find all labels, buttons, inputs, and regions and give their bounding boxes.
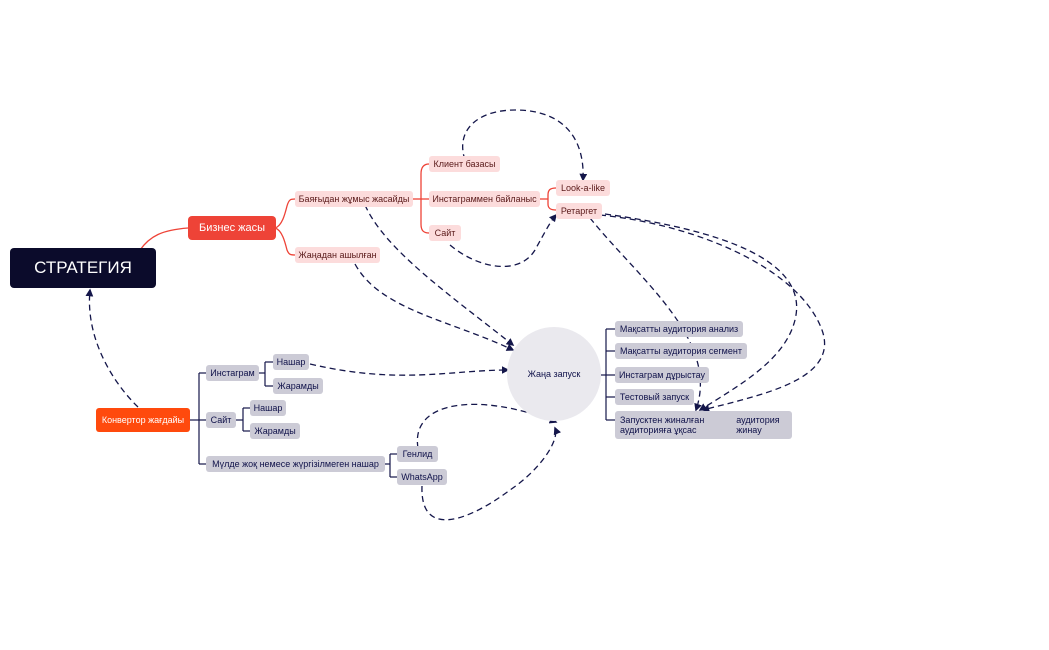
site-bad-node[interactable]: Нашар xyxy=(250,400,286,416)
converter-branch-lines xyxy=(190,328,615,478)
newly-opened-node[interactable]: Жаңадан ашылған xyxy=(295,247,380,263)
genlid-node[interactable]: Генлид xyxy=(397,446,438,462)
launch-item-instagram-fix[interactable]: Инстаграм дұрыстау xyxy=(615,367,709,383)
whatsapp-node[interactable]: WhatsApp xyxy=(397,469,447,485)
similar-audience-line1: Запусктен жиналған аудиторияға ұқсас xyxy=(620,414,705,435)
instagram-bad-node[interactable]: Нашар xyxy=(273,354,309,370)
client-base-node[interactable]: Клиент базасы xyxy=(429,156,500,172)
site-good-node[interactable]: Жарамды xyxy=(250,423,300,439)
business-age-node[interactable]: Бизнес жасы xyxy=(188,216,276,240)
new-launch-node[interactable]: Жаңа запуск xyxy=(507,327,601,421)
retarget-node[interactable]: Ретаргет xyxy=(556,203,602,219)
converter-site-node[interactable]: Сайт xyxy=(206,412,236,428)
instagram-good-node[interactable]: Жарамды xyxy=(273,378,323,394)
long-running-node[interactable]: Баяғыдан жұмыс жасайды xyxy=(295,191,413,207)
business-branch-lines xyxy=(139,163,557,256)
converter-instagram-node[interactable]: Инстаграм xyxy=(206,365,259,381)
instagram-link-node[interactable]: Инстаграммен байланыс xyxy=(429,191,540,207)
launch-item-audience-analysis[interactable]: Мақсатты аудитория анализ xyxy=(615,321,743,337)
similar-audience-line2: аудитория жинау xyxy=(736,414,780,435)
site-node-business[interactable]: Сайт xyxy=(429,225,461,241)
launch-item-test-launch[interactable]: Тестовый запуск xyxy=(615,389,694,405)
launch-item-similar-audience[interactable]: Запусктен жиналған аудиторияға ұқсас ауд… xyxy=(615,411,792,439)
root-node[interactable]: СТРАТЕГИЯ xyxy=(10,248,156,288)
relationship-arrows xyxy=(85,109,826,521)
launch-item-audience-segment[interactable]: Мақсатты аудитория сегмент xyxy=(615,343,747,359)
converter-none-node[interactable]: Мүлде жоқ немесе жүргізілмеген нашар xyxy=(206,456,385,472)
converter-state-node[interactable]: Конвертор жағдайы xyxy=(96,408,190,432)
lookalike-node[interactable]: Look-a-like xyxy=(556,180,610,196)
